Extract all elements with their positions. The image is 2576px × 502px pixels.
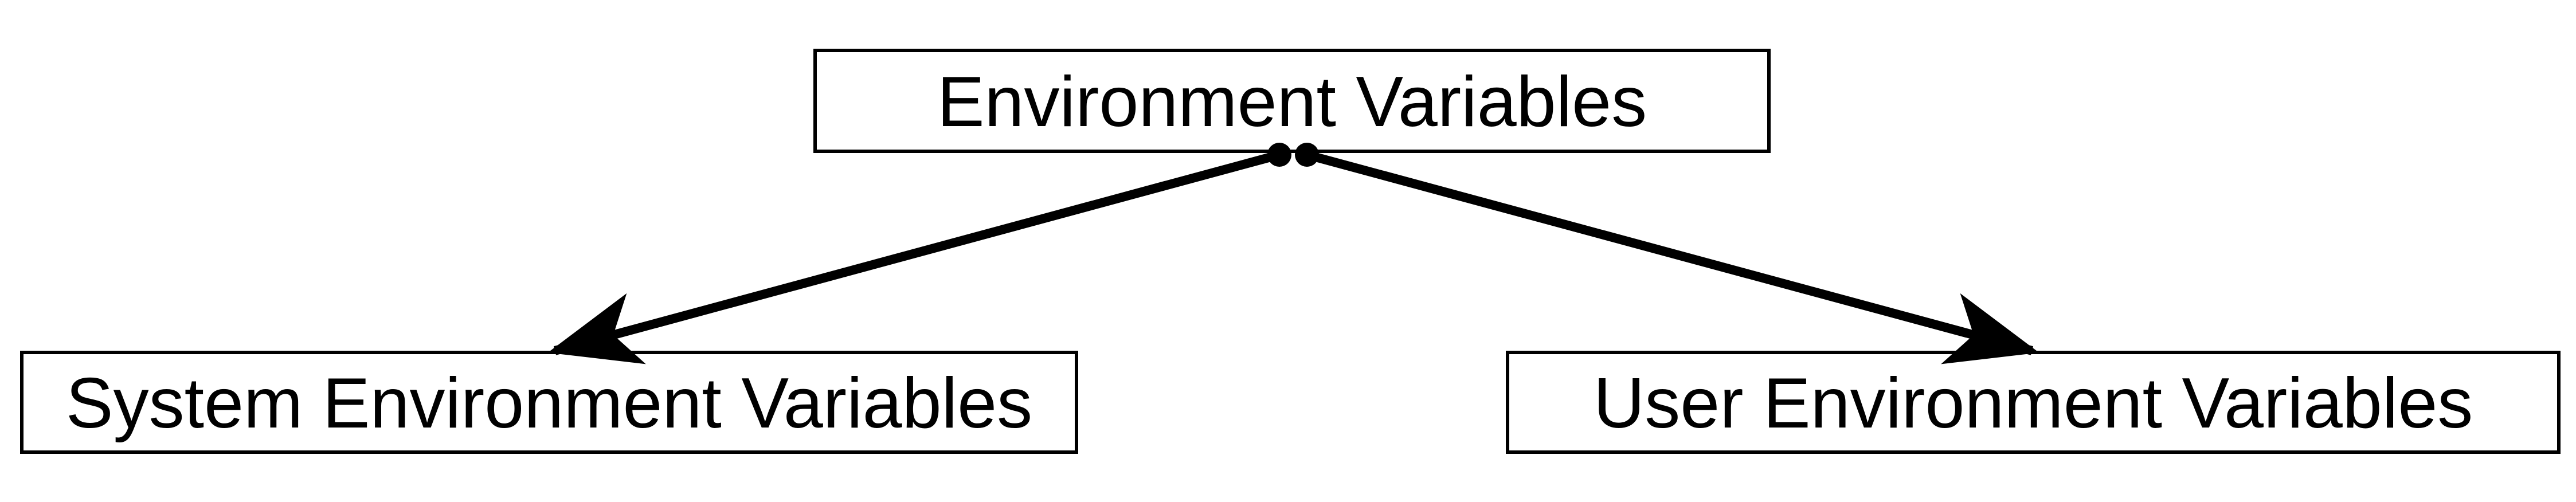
root-node-box	[813, 49, 1771, 153]
arrow-root-to-user	[1305, 150, 2039, 364]
arrow-root-to-system	[547, 150, 1281, 364]
connector-user	[1295, 143, 2039, 364]
user-node: User Environment Variables	[1506, 351, 2561, 454]
connector-dot-right	[1295, 143, 1319, 167]
user-node-label: User Environment Variables	[1594, 364, 2473, 443]
system-node-box	[20, 351, 1078, 454]
system-node-label: System Environment Variables	[66, 364, 1032, 443]
connector-system	[547, 143, 1291, 364]
root-node: Environment Variables	[813, 49, 1771, 153]
connector-dot-left	[1267, 143, 1291, 167]
system-node: System Environment Variables	[20, 351, 1078, 454]
root-node-label: Environment Variables	[937, 62, 1647, 142]
